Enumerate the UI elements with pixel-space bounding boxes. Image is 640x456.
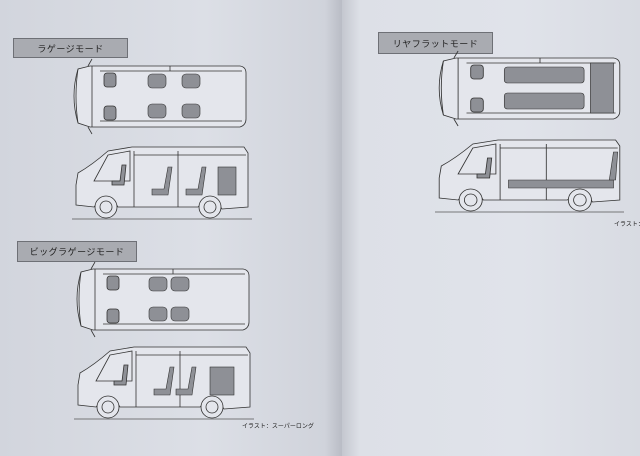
rear-flat-mode-side-view [434,139,625,213]
luggage-mode-top-view [73,58,247,135]
luggage-mode-side-view [71,146,253,220]
big-luggage-mode-top-view [76,261,250,338]
rear-flat-mode-label: リヤフラットモード [378,32,493,54]
luggage-mode-label: ラゲージモード [13,38,128,58]
rear-flat-mode-top-view [438,50,621,127]
big-luggage-mode-label: ビッグラゲージモード [17,241,137,262]
illustration-caption-right: イラスト： [614,221,640,228]
big-luggage-mode-side-view [73,346,255,420]
illustration-caption: イラスト：スーパーロング [242,423,314,430]
